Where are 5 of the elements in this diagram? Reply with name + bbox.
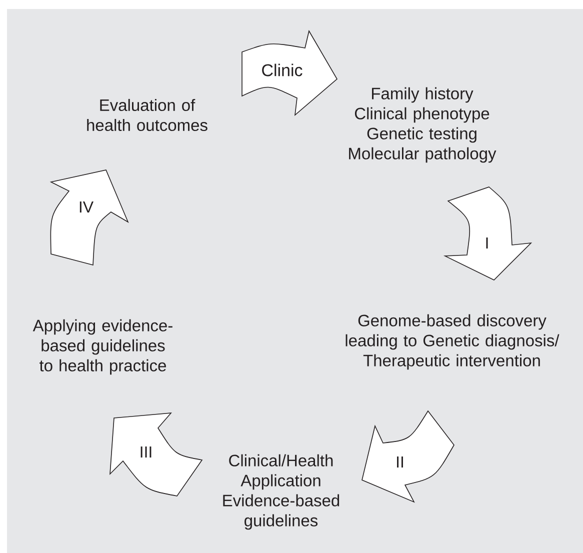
text-label: Applying evidence-based guidelines to health practice <box>32 319 172 375</box>
text-label: Evaluation of health outcomes <box>87 98 208 132</box>
text-label: Family history Clinical phenotype Genetic testing Molecular pathology <box>349 87 496 163</box>
text-label: Genome-based discovery leading to Genetic diagnosis/ Therapeutic intervention <box>346 314 560 370</box>
text-label: Clinical/Health Application Evidence-based guidelines <box>223 454 340 530</box>
